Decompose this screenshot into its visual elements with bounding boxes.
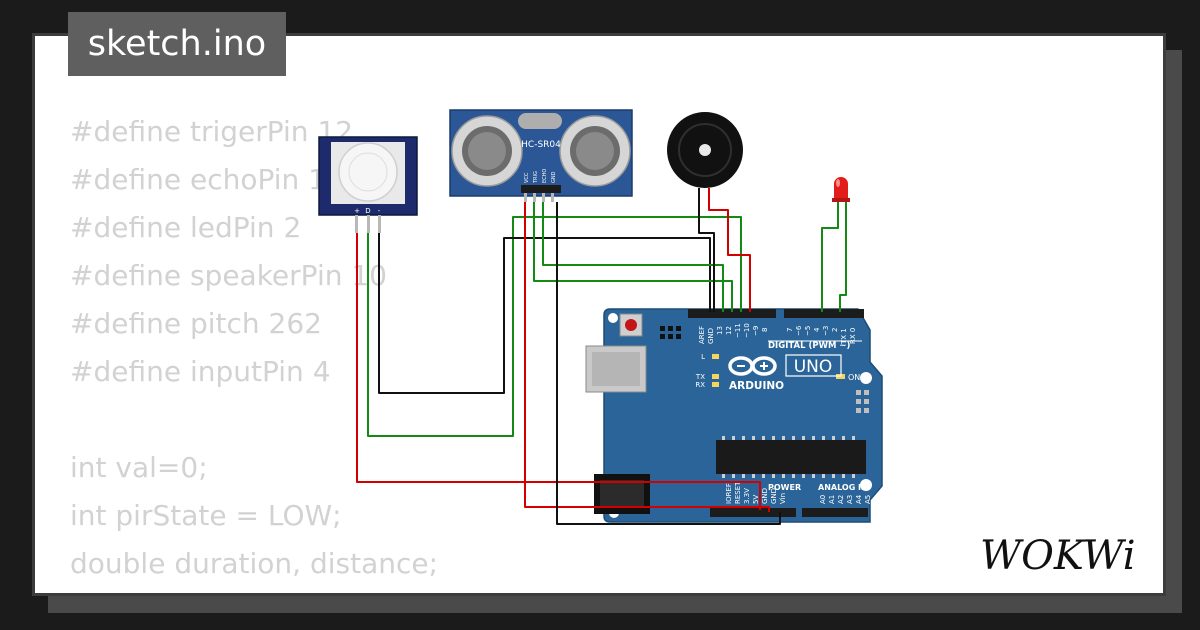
pin-label-tx1: TX 1 <box>840 328 848 345</box>
pin-label-aref: AREF <box>698 326 706 344</box>
pin-label-a0: A0 <box>819 495 827 504</box>
wire-pir-vcc <box>356 233 761 510</box>
pin-label-11: ~11 <box>734 323 742 338</box>
code-line: #define ledPin 2 <box>70 211 302 244</box>
tx-led-icon <box>712 374 719 379</box>
wire-us-gnd <box>556 202 781 525</box>
code-line: #define inputPin 4 <box>70 355 331 388</box>
arduino-brand: ARDUINO <box>729 380 784 392</box>
on-label: ON <box>848 373 860 382</box>
pin-label-vin: Vin <box>779 493 787 504</box>
power-label: POWER <box>768 483 801 492</box>
wire-pir-signal <box>367 216 742 437</box>
transducer-right-icon <box>559 115 631 187</box>
pin-label-gnd-2: GND <box>770 488 778 504</box>
code-line: double duration, distance; <box>70 547 439 580</box>
pin-label-6: ~6 <box>795 325 803 336</box>
wire-buzzer-signal <box>708 188 751 312</box>
file-tab[interactable]: sketch.ino <box>68 12 286 76</box>
uno-box <box>785 354 842 377</box>
pin-label-reset: RESET <box>734 481 742 504</box>
wire-pir-gnd <box>378 233 711 394</box>
wire-us-echo <box>542 202 724 312</box>
wire-us-trig <box>533 202 733 312</box>
pin-label-5v: 5V <box>752 495 760 504</box>
pin-label-a3: A3 <box>846 495 854 504</box>
pin-label-7: 7 <box>786 328 794 332</box>
arduino-logo-icon <box>728 356 777 376</box>
analog-label: ANALOG IN <box>818 483 868 492</box>
rx-led-icon <box>712 382 719 387</box>
led-label-rx: RX <box>695 381 705 389</box>
wire-led-anode <box>821 202 839 312</box>
pin-label-a1: A1 <box>828 495 836 504</box>
ultrasonic-label: HC-SR04 <box>521 140 561 150</box>
code-line: int val=0; <box>70 451 208 484</box>
pin-label-a2: A2 <box>837 495 845 504</box>
pin-label-13: 13 <box>716 326 724 335</box>
pin-label-gnd-1: GND <box>761 488 769 504</box>
transducer-left-icon <box>451 115 523 187</box>
pin-label-12: 12 <box>725 326 733 335</box>
pin-label-5: ~5 <box>804 326 812 336</box>
buzzer <box>667 112 743 188</box>
us-pin-trig: TRIG <box>533 171 539 184</box>
code-line: #define trigerPin 12 <box>70 115 354 148</box>
wire-led-cathode <box>839 202 847 312</box>
pin-label-4: 4 <box>813 327 821 332</box>
buzzer-hole-icon <box>699 144 711 156</box>
code-line: int pirState = LOW; <box>70 499 342 532</box>
pin-label-8: 8 <box>761 328 769 332</box>
code-line: #define pitch 262 <box>70 307 322 340</box>
pin-label-9: ~9 <box>752 326 760 336</box>
digital-label: DIGITAL (PWM ~) <box>768 341 850 351</box>
arduino-uno-board: L TX RX ON DIGITAL (PWM ~) ARDUINO UNO A… <box>585 308 883 523</box>
pin-label-a5: A5 <box>864 495 872 504</box>
pin-label-10: ~10 <box>743 323 751 338</box>
pir-pin-minus: - <box>378 207 381 215</box>
wire-us-vcc <box>524 202 770 512</box>
us-pin-echo: ECHO <box>542 169 548 183</box>
led-label-tx: TX <box>695 373 705 381</box>
wokwi-logo-text: WOKWi <box>980 533 1136 579</box>
l-led-icon <box>712 354 719 359</box>
pin-label-a4: A4 <box>855 494 863 504</box>
pin-label-3: ~3 <box>822 326 830 336</box>
pir-dome-icon <box>338 142 398 202</box>
led-label-l: L <box>701 353 705 361</box>
red-led <box>832 177 850 202</box>
us-pin-gnd: GND <box>551 171 557 183</box>
ultrasonic-sensor: HC-SR04 VCC TRIG ECHO GND <box>449 109 633 202</box>
pin-label-gnd: GND <box>707 328 715 344</box>
pin-label-2: 2 <box>831 328 839 332</box>
pin-label-rx0: RX 0 <box>849 328 857 344</box>
pir-pin-plus: + <box>354 207 360 215</box>
wire-buzzer-gnd <box>698 188 715 312</box>
code-line: #define speakerPin 10 <box>70 259 387 292</box>
wokwi-logo: WOKWi <box>980 533 1136 579</box>
wires <box>356 188 847 525</box>
us-pin-vcc: VCC <box>524 172 530 183</box>
pin-label-3v3: 3.3V <box>743 488 751 504</box>
pir-pin-d: D <box>365 207 370 215</box>
arduino-model: UNO <box>794 357 833 377</box>
code-preview: #define trigerPin 12 #define echoPin 11 … <box>70 108 438 588</box>
pin-label-ioref: IOREF <box>725 483 733 504</box>
pir-sensor: + D - <box>318 136 418 233</box>
